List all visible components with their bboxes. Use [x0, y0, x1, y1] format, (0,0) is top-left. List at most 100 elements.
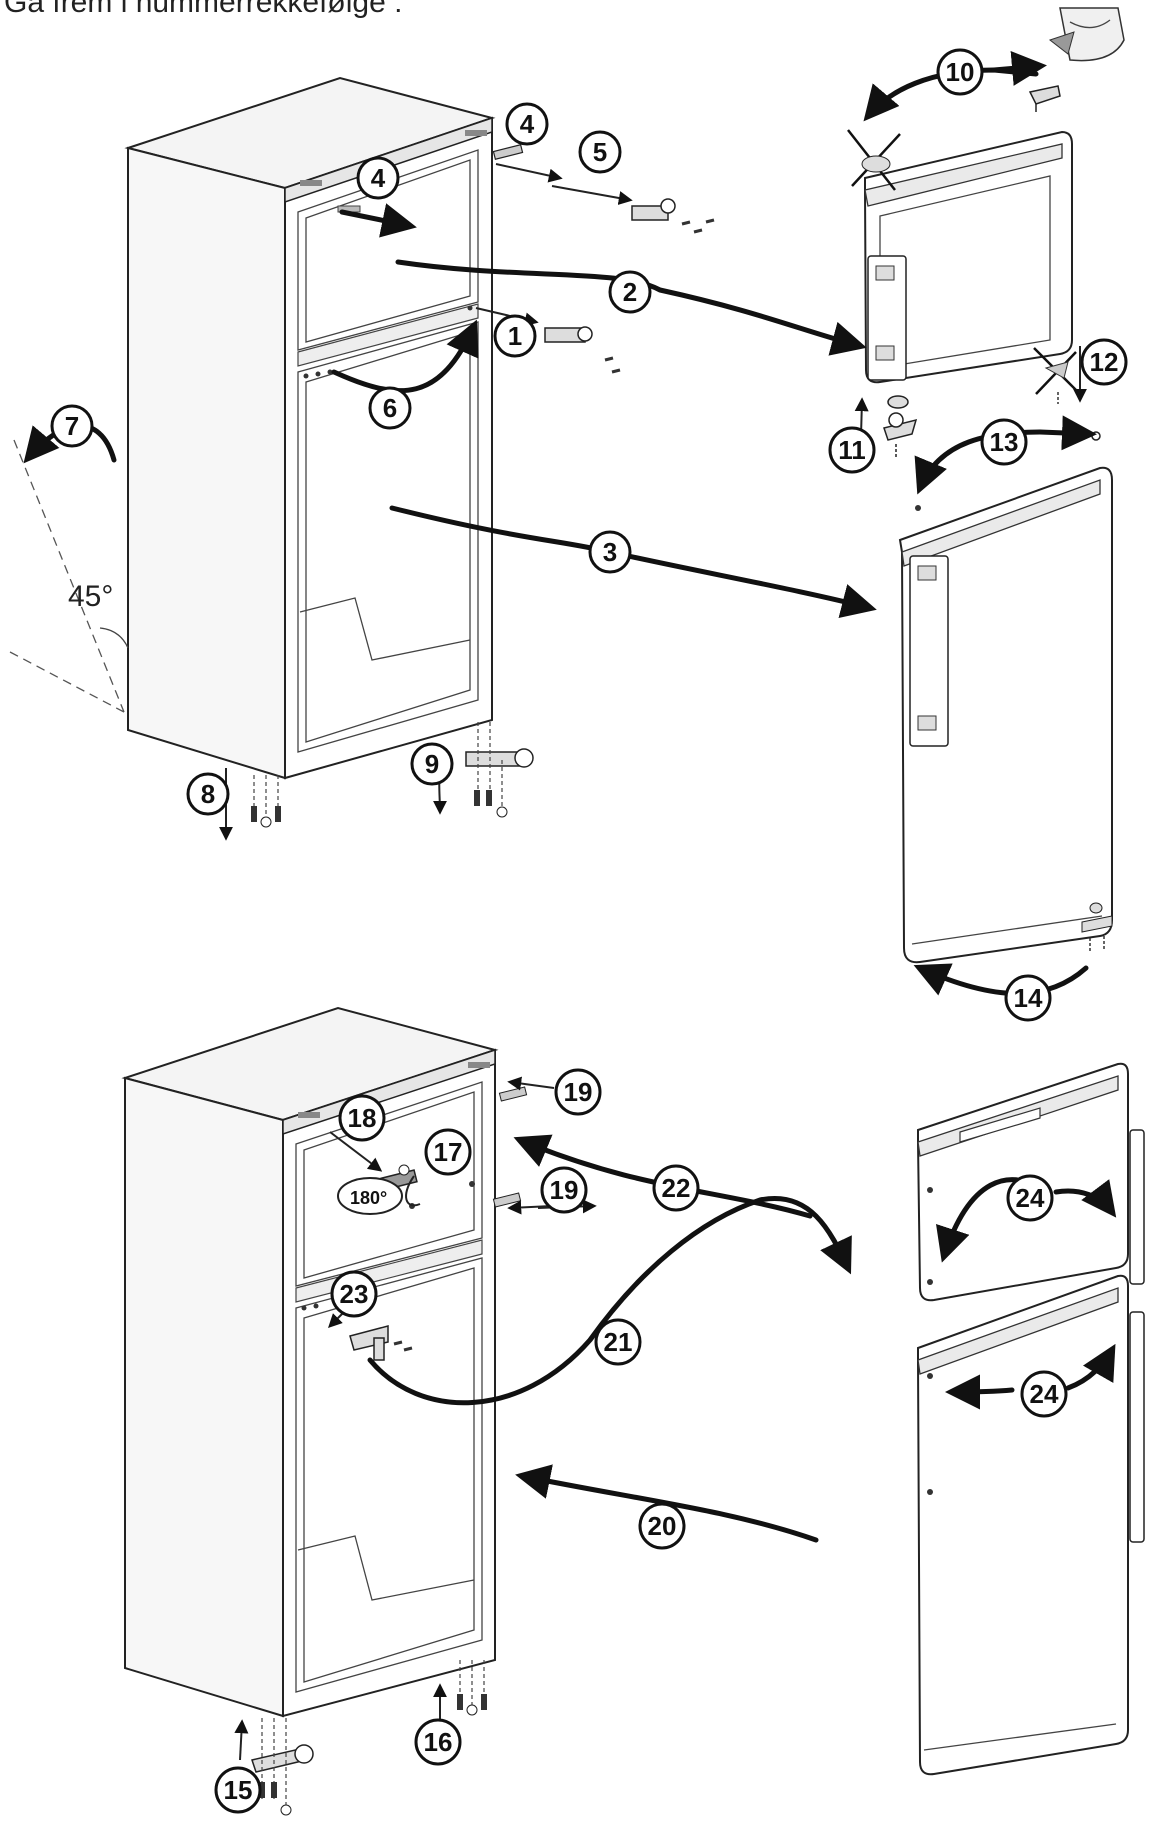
- step-badge-circle: [936, 48, 984, 96]
- step-badge-circle: [1020, 1370, 1068, 1418]
- step-badge-16: 16: [414, 1718, 462, 1766]
- step-badge-21: 21: [594, 1318, 642, 1366]
- step-badge-22: 22: [652, 1164, 700, 1212]
- step-badge-circle: [1006, 1174, 1054, 1222]
- step-number: 2: [623, 277, 637, 307]
- step-badge-circle: [338, 1094, 386, 1142]
- bottom-hinge-reversed: [251, 1718, 314, 1816]
- middle-hinge-reversed: [349, 1325, 413, 1361]
- step-badge-8: 8: [186, 772, 230, 816]
- step-number: 14: [1014, 983, 1043, 1013]
- step-number: 20: [648, 1511, 677, 1541]
- step-number: 19: [550, 1175, 579, 1205]
- step-badge-13: 13: [980, 418, 1028, 466]
- step-badge-circle: [414, 1718, 462, 1766]
- step-number: 9: [425, 749, 439, 779]
- step-badge-circle: [424, 1128, 472, 1176]
- bag-icon: [1048, 7, 1125, 62]
- step-number: 4: [520, 109, 535, 139]
- freezer-door-top: [847, 129, 1073, 384]
- step-badge-circle: [588, 530, 632, 574]
- step-number: 24: [1030, 1379, 1059, 1409]
- caption: Gå frem i nummerrekkefølge :: [4, 0, 403, 19]
- step-badge-23: 23: [330, 1270, 378, 1318]
- step-badge-17: 17: [424, 1128, 472, 1176]
- step-number: 8: [201, 779, 215, 809]
- fridge-door: [898, 466, 1113, 964]
- step-badge-circle: [214, 1766, 262, 1814]
- crossed-door-stop: [1033, 347, 1079, 404]
- step-badge-circle: [652, 1164, 700, 1212]
- screw-holes: [303, 305, 473, 379]
- step-badge-7: 7: [50, 404, 94, 448]
- step-badge-20: 20: [638, 1502, 686, 1550]
- step-badge-circle: [356, 156, 400, 200]
- step-badge-4: 4: [505, 102, 549, 146]
- step-badge-9: 9: [410, 742, 454, 786]
- step-badge-14: 14: [1004, 974, 1052, 1022]
- step-badge-circle: [980, 418, 1028, 466]
- step-number: 5: [593, 137, 607, 167]
- cover-19-bottom: [492, 1192, 522, 1208]
- step-badge-19: 19: [540, 1166, 588, 1214]
- angle-label: 45°: [68, 580, 113, 613]
- step-number: 18: [348, 1103, 377, 1133]
- top-hinge-bracket: [631, 198, 715, 234]
- rotate-label: 180°: [350, 1188, 387, 1208]
- step-badge-24: 24: [1006, 1174, 1054, 1222]
- step-badge-circle: [540, 1166, 588, 1214]
- step-number: 19: [564, 1077, 593, 1107]
- step-badge-circle: [410, 742, 454, 786]
- step-number: 21: [604, 1327, 633, 1357]
- step-badge-circle: [554, 1068, 602, 1116]
- step-badge-24: 24: [1020, 1370, 1068, 1418]
- step-badge-circle: [50, 404, 94, 448]
- step-number: 23: [340, 1279, 369, 1309]
- tilt-guide: 45°: [9, 439, 129, 713]
- foot-screws: [251, 775, 281, 828]
- step-number: 10: [946, 57, 975, 87]
- step-badge-10: 10: [936, 48, 984, 96]
- door-stop-part: [1028, 85, 1061, 112]
- step-badge-6: 6: [368, 386, 412, 430]
- rotate-indicator: 180°: [337, 1177, 403, 1215]
- step-badge-circle: [594, 1318, 642, 1366]
- step-number: 15: [224, 1775, 253, 1805]
- step-badge-11: 11: [828, 426, 876, 474]
- middle-hinge-bracket: [544, 326, 621, 374]
- step-badge-1: 1: [493, 314, 537, 358]
- step-badge-12: 12: [1080, 338, 1128, 386]
- step-number: 22: [662, 1173, 691, 1203]
- step-badge-2: 2: [608, 270, 652, 314]
- step-badge-15: 15: [214, 1766, 262, 1814]
- fridge-cabinet-top: [124, 76, 496, 780]
- step-badge-circle: [1004, 974, 1052, 1022]
- step-number: 17: [434, 1137, 463, 1167]
- step-number: 16: [424, 1727, 453, 1757]
- step-badges: 1234456789101112131415161718191920212223…: [50, 48, 1128, 1814]
- step-badge-circle: [578, 130, 622, 174]
- step-badge-circle: [505, 102, 549, 146]
- step-badge-circle: [493, 314, 537, 358]
- hinge-cover: [492, 144, 524, 160]
- step-badge-circle: [1080, 338, 1128, 386]
- middle-hinge-pieces: [883, 395, 1101, 511]
- step-badge-circle: [368, 386, 412, 430]
- bottom-hinge-bracket: [465, 722, 534, 818]
- step-badge-circle: [186, 772, 230, 816]
- cover-19-top: [498, 1086, 528, 1102]
- step-badge-18: 18: [338, 1094, 386, 1142]
- step-number: 12: [1090, 347, 1119, 377]
- foot-screws-reversed: [457, 1660, 487, 1716]
- step-number: 1: [508, 321, 522, 351]
- step-number: 3: [603, 537, 617, 567]
- step-number: 13: [990, 427, 1019, 457]
- step-badge-circle: [638, 1502, 686, 1550]
- step-badge-circle: [608, 270, 652, 314]
- fridge-cabinet-bottom: [121, 1006, 499, 1718]
- step-badge-circle: [330, 1270, 378, 1318]
- step-number: 7: [65, 411, 79, 441]
- step-badge-circle: [828, 426, 876, 474]
- step-badge-3: 3: [588, 530, 632, 574]
